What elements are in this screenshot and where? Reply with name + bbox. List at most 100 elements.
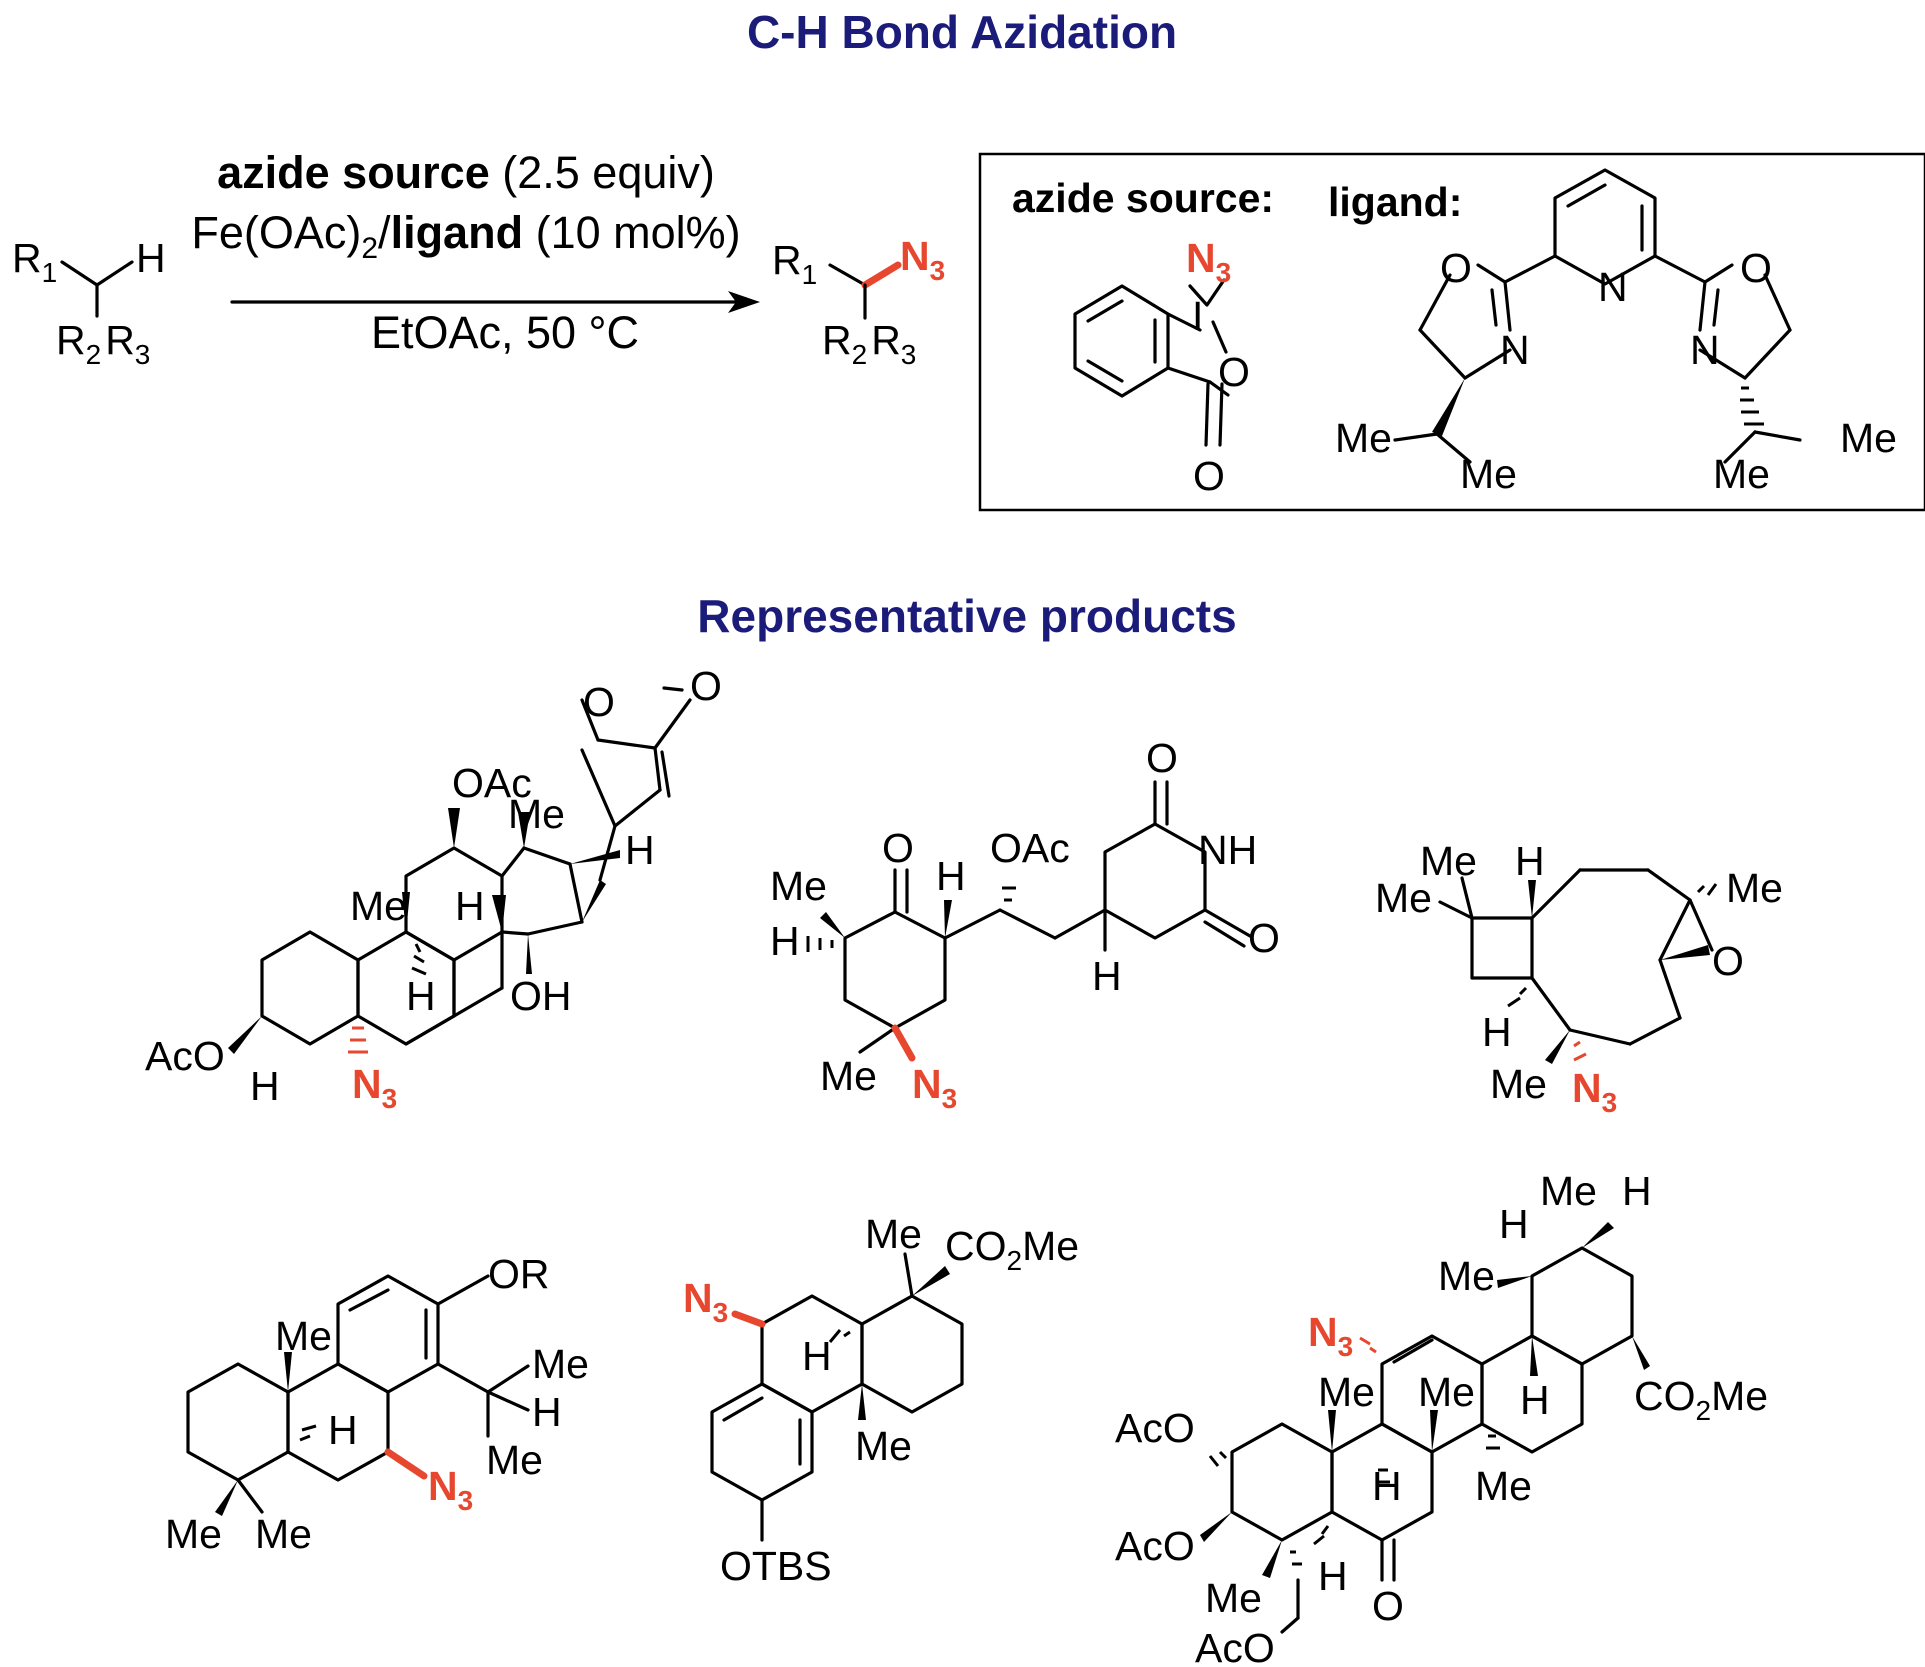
product-2-glutarimide: O Me H H OAc O NH O H Me N3 bbox=[770, 735, 1280, 1114]
svg-text:Me: Me bbox=[770, 863, 827, 909]
svg-text:H: H bbox=[136, 235, 166, 281]
reactant-structure: R1 H R2R3 bbox=[12, 235, 166, 370]
svg-text:H: H bbox=[532, 1389, 562, 1435]
svg-text:Me: Me bbox=[1375, 875, 1432, 921]
svg-text:OH: OH bbox=[510, 973, 572, 1019]
product-4-abietane: OR Me H Me Me H Me Me N3 bbox=[165, 1251, 589, 1557]
svg-text:Me: Me bbox=[1713, 451, 1770, 497]
svg-text:N3: N3 bbox=[352, 1061, 397, 1114]
svg-text:Me: Me bbox=[820, 1053, 877, 1099]
svg-text:CO2Me: CO2Me bbox=[1634, 1373, 1768, 1426]
svg-text:Me: Me bbox=[1418, 1369, 1475, 1415]
svg-text:H: H bbox=[625, 827, 655, 873]
product-1-steroid: Me Me OAc H H OH H O O AcO H N3 bbox=[145, 663, 722, 1114]
svg-text:H: H bbox=[1520, 1377, 1550, 1423]
svg-text:Me: Me bbox=[1460, 451, 1517, 497]
svg-text:OAc: OAc bbox=[990, 825, 1070, 871]
svg-text:AcO: AcO bbox=[1115, 1405, 1195, 1451]
svg-text:Me: Me bbox=[350, 883, 407, 929]
svg-text:Me: Me bbox=[255, 1511, 312, 1557]
product-6-triterpenoid: Me H H Me CO2Me H Me Me Me H O H AcO AcO… bbox=[1115, 1168, 1768, 1667]
svg-text:Me: Me bbox=[1205, 1575, 1262, 1621]
svg-text:N3: N3 bbox=[428, 1463, 473, 1516]
svg-text:O: O bbox=[690, 663, 722, 709]
svg-text:I: I bbox=[1192, 293, 1203, 339]
svg-text:H: H bbox=[1622, 1168, 1652, 1214]
svg-text:AcO: AcO bbox=[1195, 1625, 1275, 1667]
svg-text:NH: NH bbox=[1198, 827, 1257, 873]
svg-text:H: H bbox=[455, 883, 485, 929]
svg-text:H: H bbox=[1515, 838, 1545, 884]
svg-text:Me: Me bbox=[855, 1423, 912, 1469]
svg-text:H: H bbox=[1318, 1553, 1348, 1599]
svg-text:AcO: AcO bbox=[145, 1033, 225, 1079]
azide-reagent-structure: I O O N3 bbox=[1073, 235, 1250, 499]
svg-text:H: H bbox=[1499, 1201, 1529, 1247]
svg-text:O: O bbox=[1248, 915, 1280, 961]
svg-text:azide source (2.5 equiv): azide source (2.5 equiv) bbox=[217, 147, 715, 198]
section-title: Representative products bbox=[697, 590, 1236, 642]
svg-text:O: O bbox=[1372, 1583, 1404, 1629]
scheme-title: C-H Bond Azidation bbox=[747, 6, 1177, 58]
svg-text:N3: N3 bbox=[1308, 1309, 1353, 1362]
svg-text:N3: N3 bbox=[900, 233, 945, 286]
svg-text:H: H bbox=[802, 1333, 832, 1379]
svg-text:Me: Me bbox=[1318, 1369, 1375, 1415]
svg-text:H: H bbox=[936, 853, 966, 899]
svg-text:H: H bbox=[250, 1063, 280, 1109]
reaction-arrow bbox=[230, 291, 760, 313]
svg-text:Me: Me bbox=[1490, 1061, 1547, 1107]
svg-text:Me: Me bbox=[1438, 1253, 1495, 1299]
svg-text:Me: Me bbox=[275, 1313, 332, 1359]
svg-text:O: O bbox=[1712, 938, 1744, 984]
svg-text:Me: Me bbox=[1840, 415, 1897, 461]
reagent-box bbox=[978, 152, 1925, 512]
svg-text:N3: N3 bbox=[683, 1275, 728, 1328]
svg-text:N: N bbox=[1500, 327, 1530, 373]
svg-text:N3: N3 bbox=[1186, 235, 1231, 288]
svg-text:O: O bbox=[1740, 245, 1772, 291]
svg-text:O: O bbox=[583, 679, 615, 725]
svg-text:Fe(OAc)2/ligand (10 mol%): Fe(OAc)2/ligand (10 mol%) bbox=[191, 207, 740, 265]
svg-text:O: O bbox=[1193, 453, 1225, 499]
svg-text:OTBS: OTBS bbox=[720, 1543, 832, 1589]
svg-text:Me: Me bbox=[1726, 865, 1783, 911]
svg-text:OAc: OAc bbox=[452, 760, 532, 806]
svg-text:N: N bbox=[1690, 327, 1720, 373]
svg-text:Me: Me bbox=[486, 1437, 543, 1483]
svg-text:Me: Me bbox=[532, 1341, 589, 1387]
product-5-podocarpate: CO2Me Me Me H OTBS N3 bbox=[683, 1211, 1079, 1589]
svg-text:R2R3: R2R3 bbox=[822, 317, 916, 370]
svg-text:O: O bbox=[1146, 735, 1178, 781]
svg-text:H: H bbox=[328, 1407, 358, 1453]
svg-text:N: N bbox=[1598, 264, 1628, 310]
svg-text:O: O bbox=[882, 825, 914, 871]
svg-text:CO2Me: CO2Me bbox=[945, 1223, 1079, 1276]
svg-text:AcO: AcO bbox=[1115, 1523, 1195, 1569]
svg-text:N3: N3 bbox=[1572, 1065, 1617, 1118]
svg-text:OR: OR bbox=[488, 1251, 550, 1297]
ligand-label: ligand: bbox=[1328, 179, 1462, 225]
svg-text:H: H bbox=[1482, 1009, 1512, 1055]
svg-text:R1: R1 bbox=[772, 237, 817, 290]
svg-text:R1: R1 bbox=[12, 235, 57, 288]
svg-text:Me: Me bbox=[1420, 838, 1477, 884]
svg-text:Me: Me bbox=[1475, 1463, 1532, 1509]
svg-text:Me: Me bbox=[508, 791, 565, 837]
svg-text:Me: Me bbox=[165, 1511, 222, 1557]
pybox-ligand-structure: N O N Me Me O N Me Me bbox=[1335, 168, 1897, 497]
svg-text:Me: Me bbox=[865, 1211, 922, 1257]
reaction-conditions: azide source (2.5 equiv) Fe(OAc)2/ligand… bbox=[191, 147, 740, 358]
svg-text:H: H bbox=[1372, 1463, 1402, 1509]
svg-text:Me: Me bbox=[1540, 1168, 1597, 1214]
svg-text:N3: N3 bbox=[912, 1061, 957, 1114]
svg-text:EtOAc, 50 °C: EtOAc, 50 °C bbox=[371, 307, 639, 358]
svg-text:H: H bbox=[1092, 953, 1122, 999]
product-structure: R1 N3 R2R3 bbox=[772, 233, 945, 370]
product-3-caryophyllene: Me Me H H O Me Me N3 bbox=[1375, 838, 1783, 1118]
svg-text:H: H bbox=[406, 973, 436, 1019]
svg-text:Me: Me bbox=[1335, 415, 1392, 461]
svg-text:O: O bbox=[1218, 349, 1250, 395]
svg-text:H: H bbox=[770, 918, 800, 964]
